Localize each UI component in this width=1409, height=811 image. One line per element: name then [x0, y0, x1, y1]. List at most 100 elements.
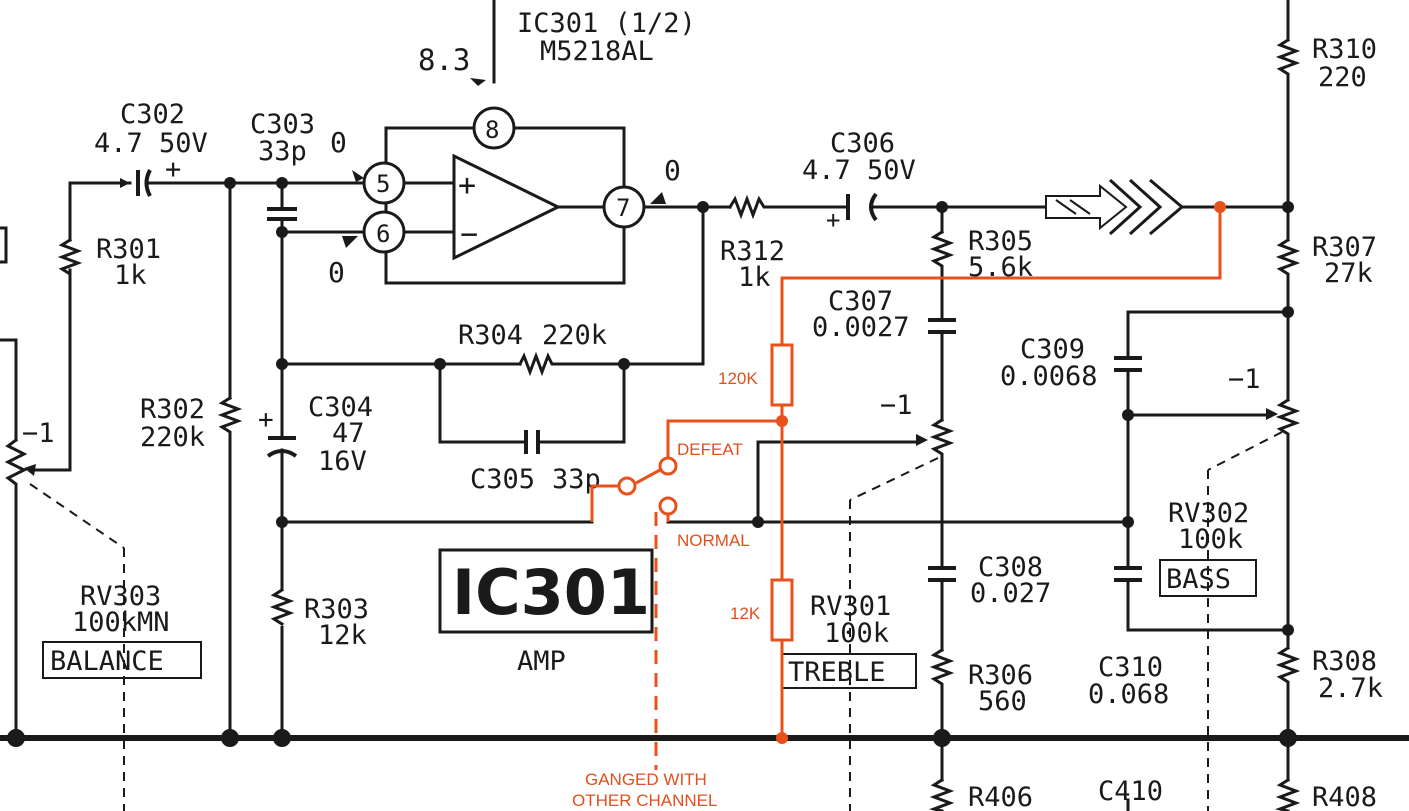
pin6-circle: [362, 210, 406, 254]
rv302-bass-pot: [1126, 397, 1301, 811]
rv301-label: TREBLE: [788, 657, 886, 688]
c308-name: C308: [978, 552, 1043, 583]
switch-normal-contact: [658, 496, 678, 516]
pin5-voltage: 0: [330, 126, 347, 159]
pin7-voltage: 0: [664, 154, 681, 187]
opamp-triangle: [280, 153, 606, 261]
rv303-balance-pot: [4, 268, 125, 811]
c306-name: C306: [830, 128, 895, 159]
ic301-block-frame: [438, 548, 654, 634]
mod-resistor-upper: 120K: [718, 369, 758, 388]
c307-name: C307: [828, 286, 893, 317]
signal-flow-arrow: [1045, 178, 1185, 236]
r301-name: R301: [96, 234, 161, 265]
modification-wiring: [590, 207, 1222, 770]
r310-name: R310: [1312, 34, 1377, 65]
pin8-label: 8: [485, 116, 499, 144]
r312-value: 1k: [738, 262, 771, 293]
rv302-value: 100k: [1178, 524, 1243, 555]
pin8-circle: [472, 106, 516, 150]
c304-name: C304: [308, 392, 373, 423]
r304-value: 220k: [542, 320, 607, 351]
rv303-name: RV303: [80, 581, 161, 612]
switch-defeat-label: DEFEAT: [677, 440, 743, 459]
c303-value: 33p: [258, 136, 307, 167]
c309-value: 0.0068: [1000, 361, 1098, 392]
r302-resistor: [217, 181, 243, 740]
c410-name: C410: [1098, 776, 1163, 807]
c309-capacitor: [1114, 356, 1142, 568]
pin6-label: 6: [376, 220, 390, 248]
r307-name: R307: [1312, 232, 1377, 263]
rv302-label-box: [1159, 559, 1257, 597]
rv301-value: 100k: [824, 618, 889, 649]
c305-name: C305: [470, 464, 535, 495]
rv301-treble-pot: [756, 417, 955, 811]
c304-polarity: +: [258, 405, 274, 435]
r303-name: R303: [304, 594, 369, 625]
r305-resistor: [929, 229, 955, 320]
rv301-wiper-mark: −1: [880, 390, 913, 421]
c302-value: 4.7 50V: [94, 128, 208, 159]
pin8-voltage: 8.3: [418, 43, 470, 77]
ic301-block-title: IC301: [452, 556, 650, 629]
r310-resistor: [1275, 37, 1301, 242]
r308-resistor: [1275, 645, 1301, 740]
ganged-note-line2: OTHER CHANNEL: [572, 791, 717, 810]
r302-name: R302: [140, 394, 205, 425]
r306-value: 560: [978, 686, 1027, 717]
r312-name: R312: [720, 236, 785, 267]
ic-part: M5218AL: [540, 36, 654, 67]
c308-value: 0.027: [970, 578, 1051, 609]
c305-capacitor: [438, 362, 626, 454]
r408-name: R408: [1312, 782, 1377, 811]
r308-value: 2.7k: [1318, 673, 1383, 704]
r304-name: R304: [458, 320, 523, 351]
c302-name: C302: [120, 99, 185, 130]
r312-resistor: [727, 194, 838, 220]
pin5-circle: [362, 161, 406, 205]
second-channel-partial: [928, 736, 1301, 811]
ic-label: IC301 (1/2): [517, 8, 696, 39]
r302-value: 220k: [140, 422, 205, 453]
c307-value: 0.0027: [812, 312, 910, 343]
r304-resistor: [517, 351, 626, 377]
c304-capacitor: [266, 418, 298, 464]
r310-value: 220: [1318, 62, 1367, 93]
c306-capacitor: [834, 192, 1048, 222]
switch-normal-label: NORMAL: [677, 531, 750, 550]
c310-name: C310: [1098, 652, 1163, 683]
c306-value: 4.7 50V: [802, 155, 916, 186]
mod-resistor-lower: 12K: [730, 604, 761, 623]
c302-polarity: +: [165, 154, 181, 185]
c310-capacitor: [1114, 566, 1290, 632]
opamp-minus: −: [460, 217, 478, 252]
rv303-value: 100kMN: [72, 607, 170, 638]
ic301-block-subtitle: AMP: [517, 646, 566, 677]
pin7-label: 7: [616, 194, 630, 222]
switch-defeat-contact: [658, 456, 678, 476]
r303-value: 12k: [318, 620, 367, 651]
pin6-voltage: 0: [328, 256, 345, 289]
r307-value: 27k: [1324, 258, 1373, 289]
opamp-plus: +: [458, 168, 476, 203]
switch-common-contact: [617, 476, 637, 496]
rv302-wiper-mark: −1: [1228, 364, 1261, 395]
rv302-name: RV302: [1168, 498, 1249, 529]
c308-capacitor: [928, 566, 956, 652]
r303-resistor: [269, 587, 295, 627]
c304-value2: 16V: [318, 446, 367, 477]
r306-name: R306: [968, 660, 1033, 691]
r306-resistor: [929, 647, 955, 740]
r301-resistor: [57, 181, 83, 282]
c302-capacitor: [136, 169, 284, 197]
ganged-note-line1: GANGED WITH: [585, 770, 707, 789]
rv301-name: RV301: [810, 591, 891, 622]
rv303-label: BALANCE: [50, 646, 164, 677]
c307-capacitor: [928, 318, 956, 422]
c306-polarity: +: [826, 206, 840, 234]
left-partial-element: [0, 226, 18, 442]
c304-value1: 47: [332, 418, 365, 449]
rv303-wiper-mark: −1: [22, 418, 55, 449]
